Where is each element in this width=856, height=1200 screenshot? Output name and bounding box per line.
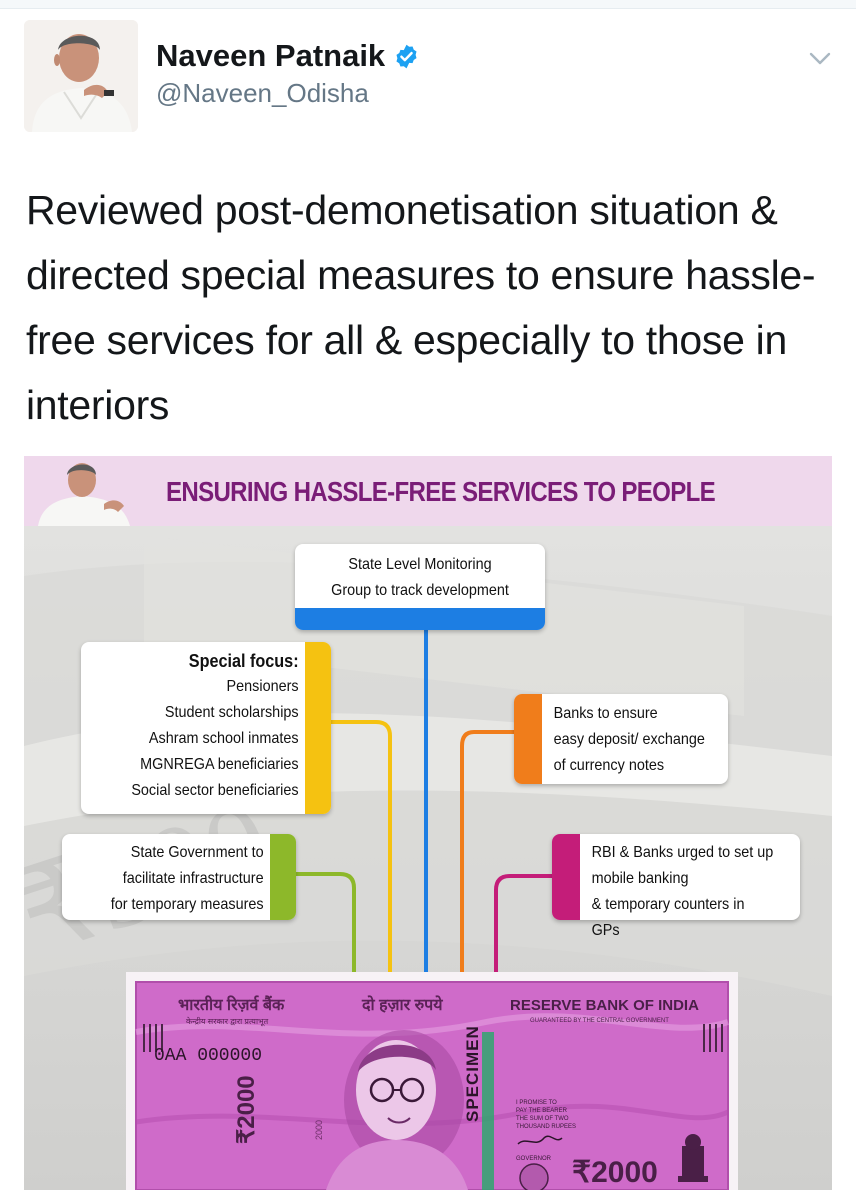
banknote-value-small: 2000: [314, 1120, 324, 1140]
tweet-text: Reviewed post-demonetisation situation &…: [26, 187, 816, 428]
monitoring-accent-bar: [295, 608, 545, 630]
banknote-serial: 0AA 000000: [154, 1046, 262, 1066]
author-avatar[interactable]: [24, 20, 138, 132]
infographic-title: ENSURING HASSLE-FREE SERVICES TO PEOPLE: [166, 476, 716, 507]
banks-card: Banks to ensure easy deposit/ exchange o…: [514, 694, 728, 784]
banknote-bank-english: RESERVE BANK OF INDIA: [510, 997, 699, 1014]
special-focus-item: Social sector beneficiaries: [131, 782, 299, 799]
banknote-bank-hindi: भारतीय रिज़र्व बैंक: [178, 995, 285, 1014]
banknote-promise-line: THOUSAND RUPEES: [516, 1124, 576, 1130]
banknote-promise-line: THE SUM OF TWO: [516, 1116, 569, 1122]
rbi-line-1: RBI & Banks urged to set up: [591, 844, 774, 861]
special-focus-item: Pensioners: [226, 678, 299, 695]
special-focus-card: Special focus: Pensioners Student schola…: [81, 642, 331, 814]
special-focus-item: MGNREGA beneficiaries: [140, 756, 299, 773]
infographic-banner: ENSURING HASSLE-FREE SERVICES TO PEOPLE: [24, 456, 832, 526]
monitoring-card: State Level Monitoring Group to track de…: [295, 544, 545, 630]
banknote-value-main: ₹2000: [572, 1156, 658, 1189]
tweet-image[interactable]: ₹500 ENSURING HASSLE-FREE SERVICES TO PE…: [24, 456, 832, 1190]
verified-badge-icon: [396, 44, 417, 68]
timeline-top-border: [0, 0, 856, 9]
banks-accent: [514, 694, 542, 784]
monitoring-line-2: Group to track development: [331, 582, 509, 599]
state-gov-line-2: facilitate infrastructure: [122, 870, 264, 887]
rbi-line-2: mobile banking: [591, 870, 689, 887]
special-focus-heading: Special focus:: [188, 651, 299, 671]
banks-line-1: Banks to ensure: [553, 705, 658, 722]
author-name-text[interactable]: Naveen Patnaik: [156, 38, 386, 73]
chevron-down-icon[interactable]: [806, 44, 834, 72]
special-focus-item: Ashram school inmates: [148, 730, 299, 747]
banknote-governor: GOVERNOR: [516, 1156, 552, 1162]
rbi-card: RBI & Banks urged to set up mobile banki…: [552, 834, 800, 939]
banknote-specimen: SPECIMEN: [463, 1025, 482, 1122]
banknote-denomination-hindi: दो हज़ार रुपये: [361, 995, 443, 1014]
rbi-line-3: & temporary counters in GPs: [591, 896, 745, 939]
banks-line-2: easy deposit/ exchange: [553, 731, 705, 748]
state-gov-line-1: State Government to: [130, 844, 264, 861]
banner-avatar: [34, 458, 134, 526]
author-handle[interactable]: @Naveen_Odisha: [156, 78, 369, 108]
state-gov-line-3: for temporary measures: [110, 896, 264, 913]
state-gov-accent: [270, 834, 296, 920]
banknote-guarantee: GUARANTEED BY THE CENTRAL GOVERNMENT: [530, 1018, 669, 1024]
special-focus-item: Student scholarships: [164, 704, 299, 721]
gandhi-portrait: [326, 1030, 468, 1190]
state-government-card: State Government to facilitate infrastru…: [62, 834, 296, 920]
banknote-value-vertical: ₹2000: [233, 1075, 260, 1144]
rbi-accent: [552, 834, 580, 920]
banknote-promise-line: PAY THE BEARER: [516, 1108, 568, 1114]
banknote-image: भारतीय रिज़र्व बैंक केन्द्रीय सरकार द्वा…: [126, 972, 738, 1190]
banks-line-3: of currency notes: [553, 757, 665, 774]
banknote-sub-hindi: केन्द्रीय सरकार द्वारा प्रत्याभूत: [186, 1016, 269, 1027]
monitoring-line-1: State Level Monitoring: [348, 556, 492, 573]
banknote-promise-line: I PROMISE TO: [516, 1100, 557, 1106]
ashoka-emblem-icon: [678, 1134, 708, 1182]
special-focus-accent: [305, 642, 331, 814]
author-name[interactable]: Naveen Patnaik: [156, 38, 420, 74]
